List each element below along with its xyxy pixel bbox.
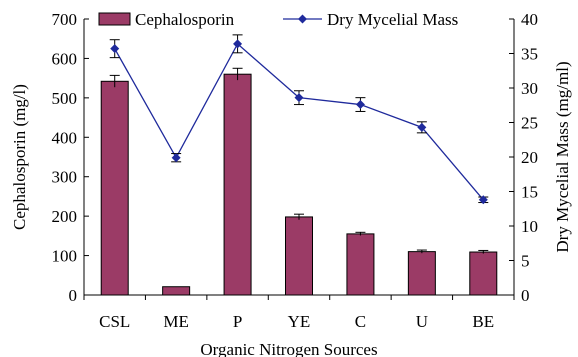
bar (469, 251, 498, 296)
left-y-tick-label: 600 (52, 49, 78, 68)
series-marker (110, 44, 120, 54)
right-y-tick-label: 5 (521, 252, 530, 271)
bar (346, 233, 375, 296)
bar (407, 251, 436, 296)
left-y-tick-label: 400 (52, 128, 78, 147)
bar (223, 73, 252, 296)
left-y-tick-label: 100 (52, 247, 78, 266)
x-tick-label: CSL (99, 312, 130, 331)
right-y-tick-label: 25 (521, 114, 538, 133)
bar (162, 286, 191, 296)
legend-label-cephalosporin: Cephalosporin (135, 10, 235, 29)
x-tick-label: BE (472, 312, 494, 331)
left-y-tick-label: 700 (52, 10, 78, 29)
left-y-tick-label: 500 (52, 89, 78, 108)
legend: Cephalosporin Dry Mycelial Mass (98, 10, 458, 29)
left-y-tick-label: 0 (69, 286, 78, 305)
series-marker (478, 195, 488, 205)
left-y-tick-label: 200 (52, 207, 78, 226)
bar-error-bars (109, 67, 489, 254)
bar (285, 216, 313, 296)
legend-swatch-cephalosporin (98, 12, 131, 26)
legend-marker-dry-mycelial-mass (298, 14, 307, 24)
right-y-tick-label: 30 (521, 79, 538, 98)
x-tick-label: C (355, 312, 366, 331)
line-series (109, 34, 489, 205)
right-y-tick-label: 40 (521, 10, 538, 29)
series-marker (355, 100, 365, 110)
x-axis-label: Organic Nitrogen Sources (200, 340, 377, 357)
left-y-tick-label: 300 (52, 168, 78, 187)
bar-series (100, 73, 498, 296)
bar (100, 80, 129, 296)
x-tick-label: ME (163, 312, 189, 331)
right-y-tick-label: 20 (521, 148, 538, 167)
series-line (114, 42, 484, 201)
legend-label-dry-mycelial-mass: Dry Mycelial Mass (327, 10, 458, 29)
right-y-tick-label: 10 (521, 217, 538, 236)
left-y-axis-label: Cephalosporin (mg/l) (10, 84, 29, 230)
x-ticks: CSL ME P YE C U BE (83, 295, 515, 331)
x-tick-label: U (416, 312, 428, 331)
left-y-ticks: 0 100 200 300 400 500 600 700 (52, 10, 89, 305)
x-tick-label: P (233, 312, 242, 331)
right-y-tick-label: 35 (521, 45, 538, 64)
x-tick-label: YE (288, 312, 311, 331)
series-marker (417, 122, 427, 132)
right-y-tick-label: 15 (521, 183, 538, 202)
series-marker (233, 39, 243, 49)
series-marker (171, 153, 181, 163)
right-y-axis-label: Dry Mycelial Mass (mg/ml) (553, 61, 572, 252)
right-y-tick-label: 0 (521, 286, 530, 305)
series-marker (294, 93, 304, 103)
right-y-ticks: 0 5 10 15 20 25 30 35 40 (509, 10, 538, 305)
